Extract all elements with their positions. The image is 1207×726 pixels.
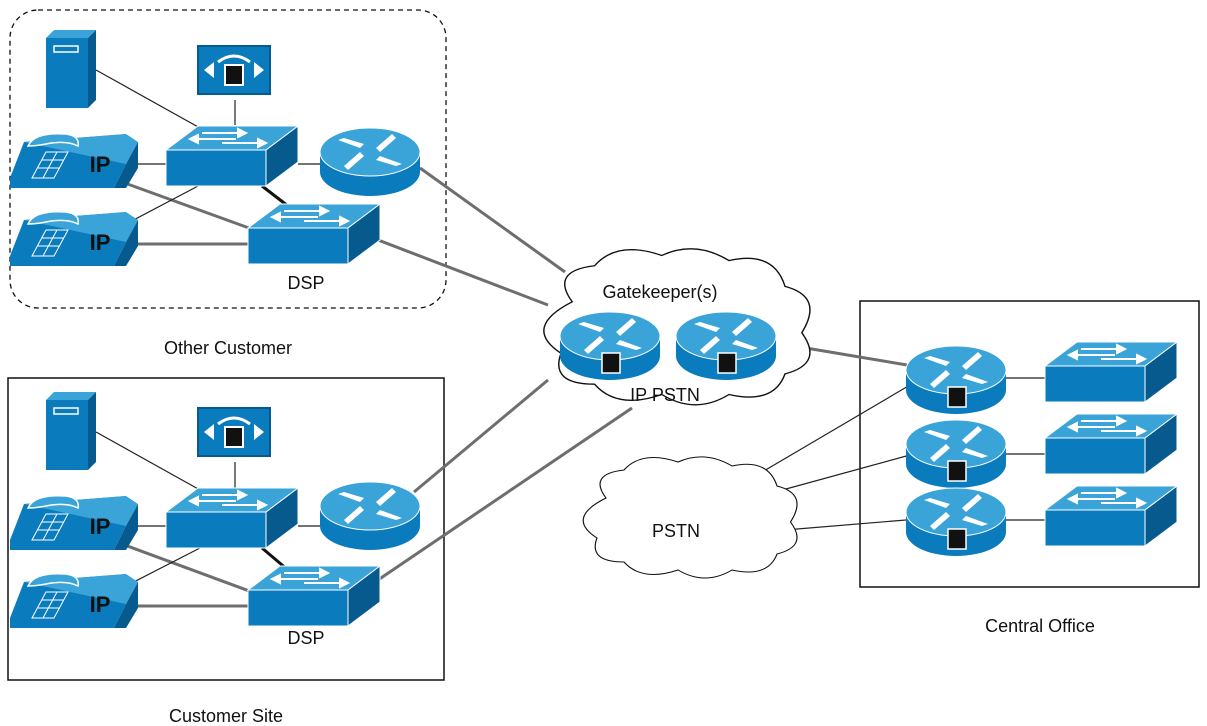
voice-router-badge: V [722,357,733,374]
customer-site-label: Customer Site [169,706,283,726]
ip-phone-badge: IP [90,592,111,617]
server-icon [45,391,97,471]
voice-router-icon: V [905,345,1007,415]
voice-router-icon: V [905,419,1007,489]
customer-site-boundary [7,377,445,681]
dsp-label: DSP [287,273,324,293]
other-customer-label: Other Customer [164,338,292,358]
voice-router-icon: V [559,311,661,381]
voice-router-badge: V [952,391,963,408]
links [95,69,1046,608]
ip-phone-badge: IP [90,152,111,177]
call-manager-badge: M [228,69,241,86]
gatekeepers-label: Gatekeeper(s) [602,282,717,302]
server-icon [45,29,97,109]
ip-pstn-label: IP PSTN [630,385,700,405]
ip-phone-icon: IP [9,495,139,551]
call-manager-icon: M [196,44,272,96]
other-customer-boundary [9,9,447,309]
switch-icon [1044,341,1178,403]
voice-router-badge: V [606,357,617,374]
voice-router-badge: V [952,533,963,550]
pstn-cloud-icon [582,456,798,579]
call-manager-icon: M [196,406,272,458]
switch-icon [1044,485,1178,547]
switch-icon [1044,413,1178,475]
dsp-switch-icon [247,565,381,627]
ip-phone-badge: IP [90,514,111,539]
switch-icon [165,125,299,187]
router-icon [319,127,421,197]
ip-phone-icon: IP [9,211,139,267]
ip-phone-badge: IP [90,230,111,255]
dsp-label: DSP [287,628,324,648]
voice-router-badge: V [952,465,963,482]
central-office-label: Central Office [985,616,1095,636]
router-icon [319,481,421,551]
ip-phone-icon: IP [9,573,139,629]
voice-router-icon: V [905,487,1007,557]
dsp-switch-icon [247,203,381,265]
call-manager-badge: M [228,431,241,448]
voice-router-icon: V [675,311,777,381]
pstn-label: PSTN [652,521,700,541]
ip-phone-icon: IP [9,133,139,189]
switch-icon [165,487,299,549]
central-office-boundary [859,300,1200,588]
